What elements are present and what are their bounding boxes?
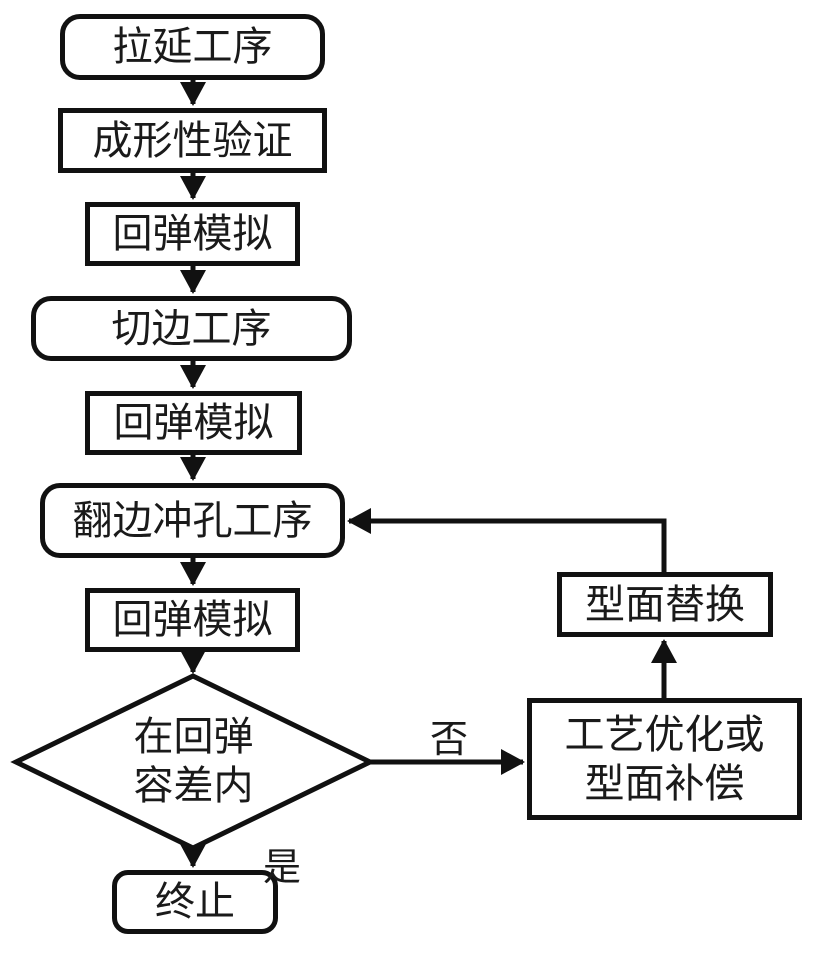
node-springback-sim-1: 回弹模拟 [85,202,300,266]
edge-label-no: 否 [430,719,469,761]
optimize-label-line2: 型面补偿 [584,761,745,806]
decision-diamond [10,673,376,851]
node-formability-verification-label: 成形性验证 [92,117,293,163]
edge-surface-replace-to-flange [347,508,667,572]
node-springback-sim-1-label: 回弹模拟 [112,211,273,256]
node-trim-process: 切边工序 [31,296,352,361]
node-draw-process: 拉延工序 [60,14,325,80]
decision-label-line2: 容差内 [133,763,254,808]
node-springback-sim-3-label: 回弹模拟 [112,597,273,642]
node-optimize-compensate-label: 工艺优化或 型面补偿 [565,710,765,808]
node-end-label: 终止 [155,879,235,924]
node-decision-label: 在回弹 容差内 [96,700,291,824]
node-optimize-compensate: 工艺优化或 型面补偿 [527,698,802,820]
node-flange-pierce-process: 翻边冲孔工序 [40,483,345,558]
node-springback-sim-3: 回弹模拟 [85,588,300,652]
edge-label-yes: 是 [263,847,302,889]
optimize-label-line1: 工艺优化或 [564,711,765,757]
node-surface-replace-label: 型面替换 [585,581,745,627]
node-end: 终止 [112,870,278,934]
node-springback-sim-2: 回弹模拟 [85,391,302,455]
node-flange-pierce-process-label: 翻边冲孔工序 [72,497,313,543]
node-draw-process-label: 拉延工序 [112,24,273,69]
node-surface-replace: 型面替换 [557,572,773,637]
node-trim-process-label: 切边工序 [111,305,272,351]
decision-label-line1: 在回弹 [133,714,254,760]
node-formability-verification: 成形性验证 [58,108,327,173]
node-springback-sim-2-label: 回弹模拟 [113,400,274,445]
